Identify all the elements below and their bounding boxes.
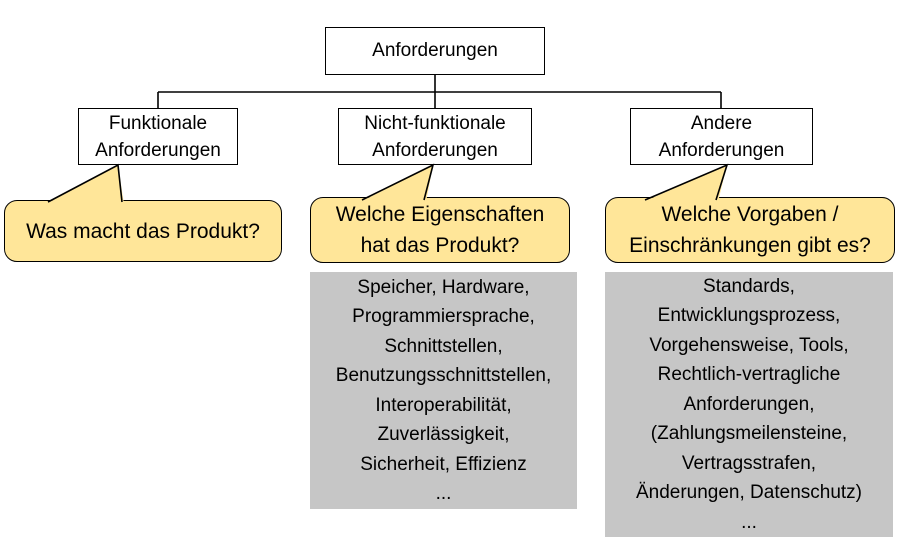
- node-nonfunctional-requirements: Nicht-funktionale Anforderungen: [338, 108, 532, 165]
- details-nonfunctional-examples-text: Speicher, Hardware, Programmiersprache, …: [335, 276, 552, 505]
- callout-functional-question: Was macht das Produkt?: [4, 200, 282, 262]
- node-requirements-root: Anforderungen: [325, 27, 545, 75]
- tree-connector-lines: [157, 75, 722, 108]
- details-other-examples: Standards, Entwicklungsprozess, Vorgehen…: [605, 272, 893, 537]
- node-other-requirements-label: Andere Anforderungen: [658, 112, 785, 161]
- node-requirements-root-label: Anforderungen: [372, 40, 498, 61]
- node-nonfunctional-requirements-label: Nicht-funktionale Anforderungen: [364, 112, 506, 161]
- callout-nonfunctional-question-label: Welche Eigenschaften hat das Produkt?: [335, 203, 545, 257]
- node-functional-requirements-label: Funktionale Anforderungen: [95, 112, 221, 161]
- callout-functional-question-label: Was macht das Produkt?: [26, 219, 260, 243]
- details-other-examples-text: Standards, Entwicklungsprozess, Vorgehen…: [635, 275, 863, 533]
- node-other-requirements: Andere Anforderungen: [630, 108, 813, 165]
- callout-other-question-label: Welche Vorgaben / Einschränkungen gibt e…: [629, 203, 871, 257]
- callout-nonfunctional-question: Welche Eigenschaften hat das Produkt?: [310, 197, 570, 263]
- details-nonfunctional-examples: Speicher, Hardware, Programmiersprache, …: [310, 272, 577, 509]
- callout-tail-functional: [46, 163, 124, 204]
- node-functional-requirements: Funktionale Anforderungen: [78, 108, 238, 165]
- callout-other-question: Welche Vorgaben / Einschränkungen gibt e…: [605, 197, 895, 263]
